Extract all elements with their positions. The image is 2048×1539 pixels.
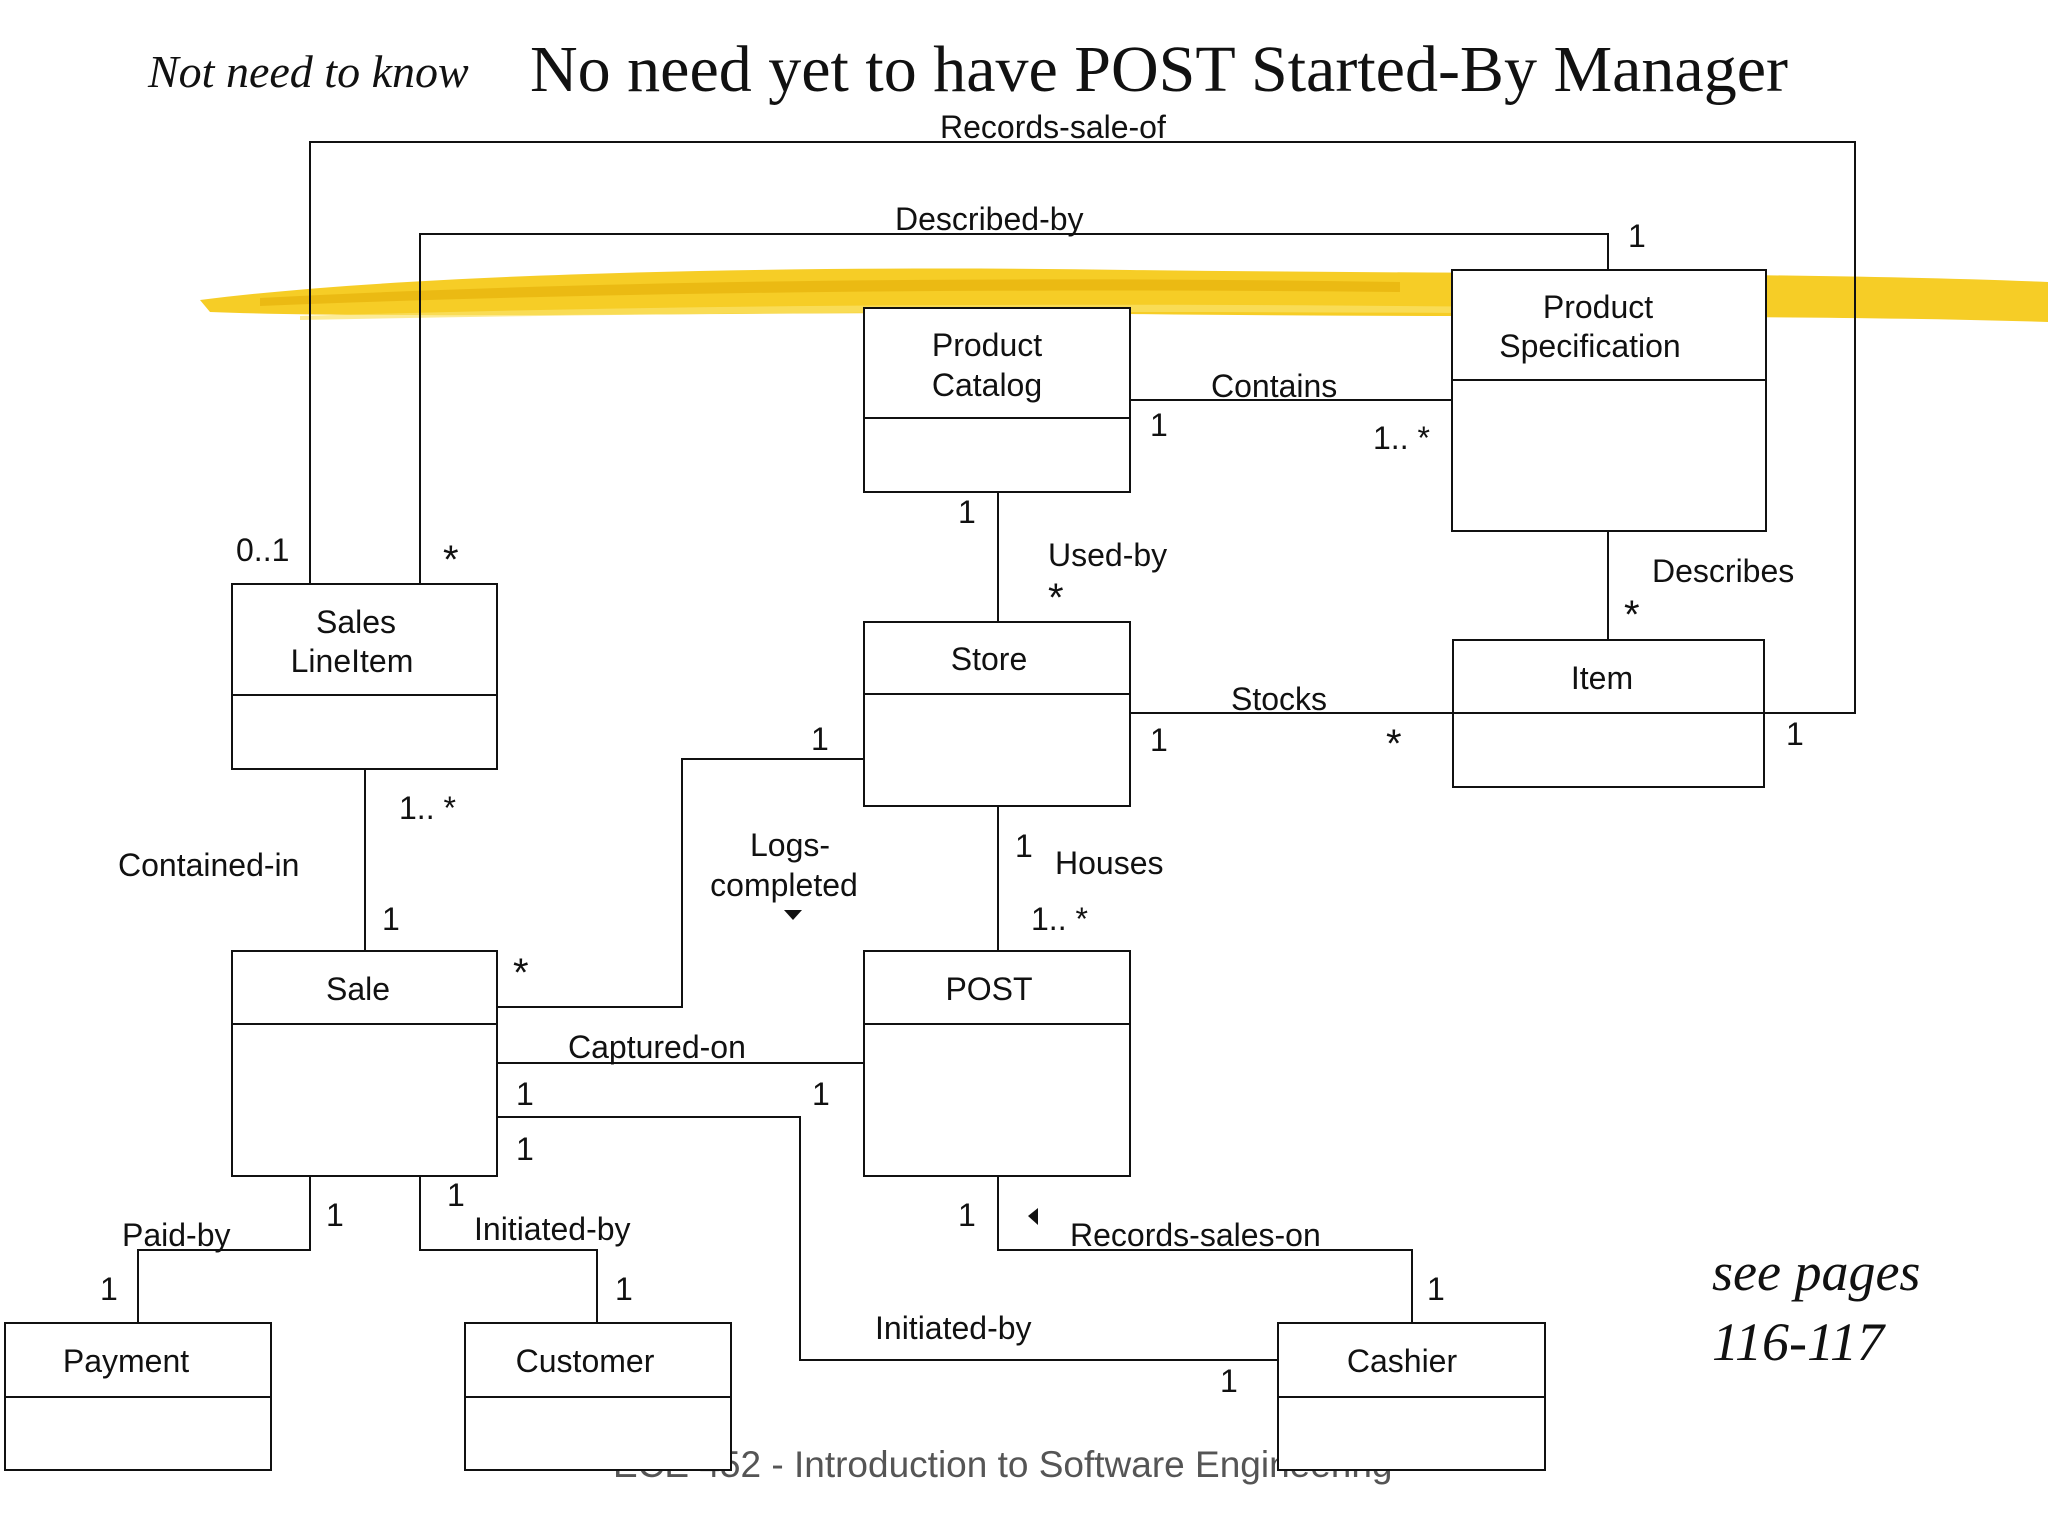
class-name: POST — [945, 971, 1032, 1007]
mult-captured-sale: 1 — [516, 1076, 534, 1112]
label-stocks: Stocks — [1231, 681, 1327, 717]
mult-described-by-spec: 1 — [1628, 218, 1646, 254]
label-captured-on: Captured-on — [568, 1029, 746, 1065]
see-pages-line-1: see pages — [1712, 1242, 1920, 1302]
class-product-specification: Product Specification — [1451, 269, 1767, 532]
label-paid-by: Paid-by — [122, 1217, 231, 1253]
label-used-by: Used-by — [1048, 537, 1167, 573]
mult-captured-post: 1 — [812, 1076, 830, 1112]
class-name-line-1: Sales — [316, 604, 396, 640]
mult-stocks-store: 1 — [1150, 722, 1168, 758]
class-name: Payment — [63, 1343, 189, 1379]
mult-contains-catalog: 1 — [1150, 407, 1168, 443]
association-lines — [137, 141, 1856, 1361]
paid-by-line — [137, 1176, 311, 1323]
class-name-line-2: Specification — [1499, 328, 1680, 364]
class-name-line-1: Product — [932, 327, 1042, 363]
class-name: Sale — [326, 971, 390, 1007]
class-payment: Payment — [4, 1322, 272, 1471]
mult-paid-by-sale: 1 — [326, 1197, 344, 1233]
label-contains: Contains — [1211, 368, 1337, 404]
class-name: Store — [951, 641, 1027, 677]
mult-contained-in-sale: 1 — [382, 901, 400, 937]
see-pages-line-2: 116-117 — [1712, 1312, 1886, 1372]
class-name: Item — [1571, 660, 1633, 696]
logs-completed-arrow-icon — [784, 910, 802, 920]
class-cashier: Cashier — [1277, 1322, 1546, 1471]
class-name: Customer — [516, 1343, 655, 1379]
mult-houses-post: 1.. * — [1031, 901, 1088, 937]
label-initiated-by-customer: Initiated-by — [474, 1211, 631, 1247]
class-sale: Sale — [231, 950, 498, 1177]
association-labels: Records-sale-of Described-by Contains Us… — [118, 109, 1794, 1346]
mult-logs-store: 1 — [811, 721, 829, 757]
class-name-line-2: LineItem — [291, 643, 414, 679]
slide-title: No need yet to have POST Started-By Mana… — [530, 33, 1788, 106]
class-name-line-2: Catalog — [932, 367, 1042, 403]
class-post: POST — [863, 950, 1131, 1177]
class-store: Store — [863, 621, 1131, 807]
label-records-sales-on: Records-sales-on — [1070, 1217, 1321, 1253]
mult-describes-item: * — [1624, 593, 1640, 637]
label-houses: Houses — [1055, 845, 1164, 881]
mult-houses-store: 1 — [1015, 828, 1033, 864]
mult-initiated-cashier-sale: 1 — [516, 1131, 534, 1167]
mult-initiated-customer: 1 — [615, 1271, 633, 1307]
class-item: Item — [1452, 639, 1765, 788]
mult-described-by-lineitem: * — [443, 538, 459, 582]
mult-used-by-catalog: 1 — [958, 494, 976, 530]
side-note: Not need to know — [147, 46, 469, 97]
label-described-by: Described-by — [895, 201, 1084, 237]
label-contained-in: Contained-in — [118, 847, 299, 883]
described-by-line — [419, 233, 1609, 584]
mult-logs-sale: * — [513, 951, 529, 995]
footer-text: ECE 452 - Introduction to Software Engin… — [613, 1444, 1393, 1485]
mult-records-cashier: 1 — [1427, 1271, 1445, 1307]
class-customer: Customer — [464, 1322, 732, 1471]
class-name: Cashier — [1347, 1343, 1458, 1379]
mult-records-post: 1 — [958, 1197, 976, 1233]
label-records-sale-of: Records-sale-of — [940, 109, 1166, 145]
multiplicities: 1 1 1.. * 1 * 0..1 * * 1 * 1 1 1.. * 1 1… — [100, 218, 1804, 1399]
class-product-catalog: Product Catalog — [863, 307, 1131, 493]
mult-initiated-cashier: 1 — [1220, 1363, 1238, 1399]
mult-paid-by-payment: 1 — [100, 1271, 118, 1307]
mult-contained-in-lineitem: 1.. * — [399, 790, 456, 826]
records-sale-of-line — [309, 141, 1856, 714]
mult-contains-spec: 1.. * — [1373, 420, 1430, 456]
label-logs-completed-2: completed — [710, 867, 858, 903]
class-sales-lineitem: Sales LineItem — [231, 583, 498, 770]
initiated-by-customer-line — [419, 1176, 598, 1323]
mult-initiated-customer-sale: 1 — [447, 1177, 465, 1213]
label-logs-completed-1: Logs- — [750, 827, 830, 863]
mult-stocks-item: * — [1386, 722, 1402, 766]
mult-used-by-store: * — [1048, 576, 1064, 620]
label-describes: Describes — [1652, 553, 1794, 589]
records-sales-on-arrow-icon — [1028, 1208, 1038, 1225]
class-name-line-1: Product — [1543, 289, 1653, 325]
label-initiated-by-cashier: Initiated-by — [875, 1310, 1032, 1346]
logs-completed-line — [497, 758, 864, 1008]
mult-records-sale-of-lineitem: 0..1 — [236, 532, 289, 568]
mult-records-sale-of-item: 1 — [1786, 716, 1804, 752]
initiated-by-cashier-line — [497, 1116, 1278, 1361]
records-sales-on-line — [997, 1176, 1413, 1323]
